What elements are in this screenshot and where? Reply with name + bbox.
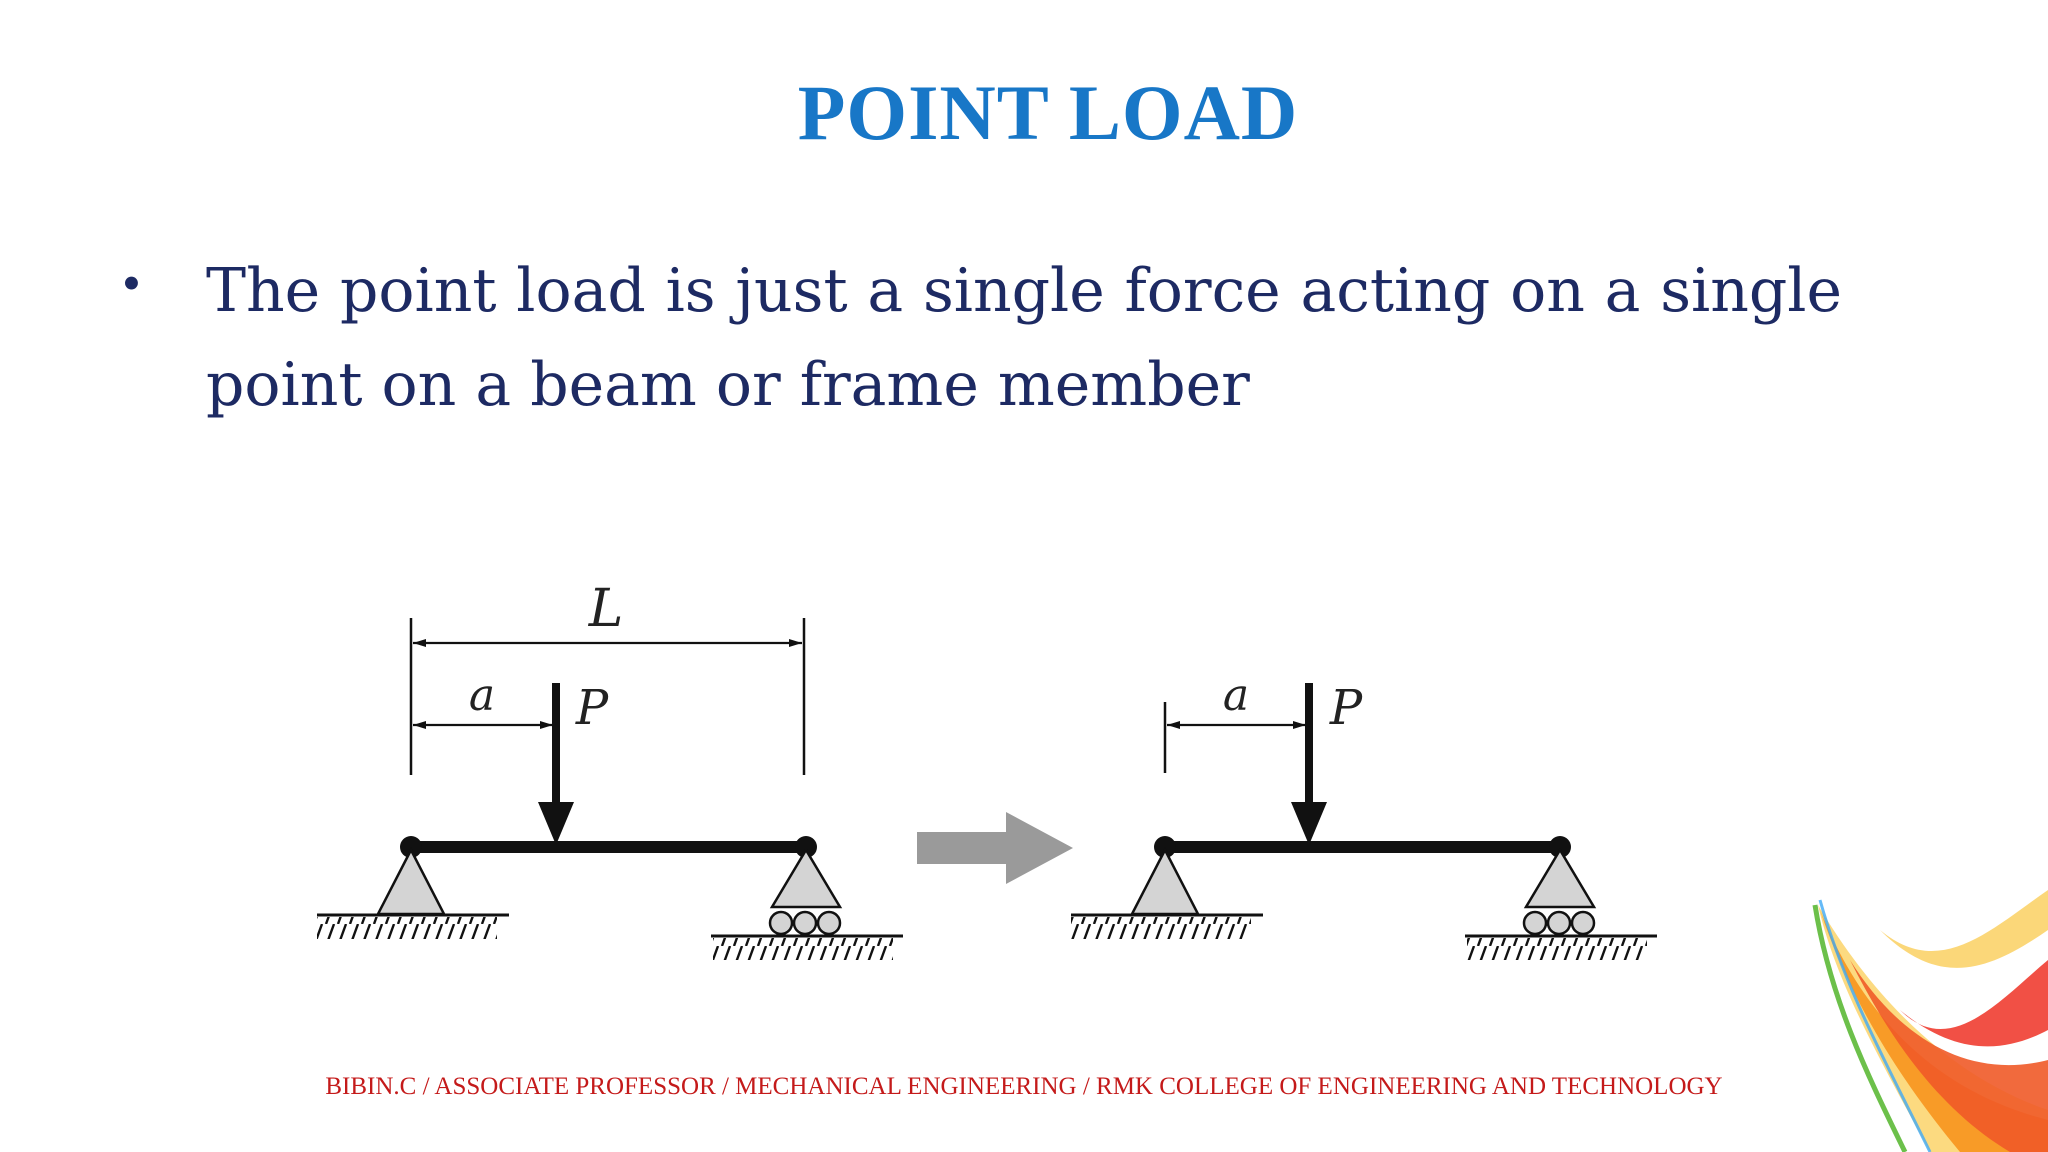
roller-wheel: [792, 910, 818, 936]
pin-ground-hatch: [317, 917, 497, 939]
slide-title: POINT LOAD: [797, 69, 1299, 156]
roller-wheel: [768, 910, 794, 936]
span-label: L: [588, 579, 624, 639]
load-label: P: [575, 680, 609, 736]
right-roller-wheel: [1522, 910, 1548, 936]
decorative-swoosh: [1812, 890, 2048, 1152]
load-arrow-head: [538, 802, 574, 845]
beam-end-right: [795, 836, 817, 858]
roller-support: [769, 847, 843, 909]
right-load-arrow-head: [1291, 802, 1327, 845]
right-roller-wheel: [1546, 910, 1572, 936]
transition-arrow: [917, 812, 1073, 884]
right-load-label: P: [1329, 680, 1363, 736]
right-beam-diagram: a P: [1071, 670, 1657, 960]
right-roller-ground-hatch: [1467, 938, 1647, 960]
beam-end-left: [400, 836, 422, 858]
roller-wheel: [816, 910, 842, 936]
right-roller-support: [1523, 847, 1597, 909]
distance-label: a: [469, 670, 495, 721]
right-pin-support: [1129, 847, 1201, 916]
right-distance-label: a: [1223, 670, 1249, 721]
bullet-icon: •: [122, 253, 141, 313]
right-roller-wheel: [1570, 910, 1596, 936]
footer: BIBIN.C / ASSOCIATE PROFESSOR / MECHANIC…: [0, 1073, 2048, 1101]
bullet-text: The point load is just a single force ac…: [206, 256, 1842, 420]
right-pin-ground-hatch: [1071, 917, 1251, 939]
left-beam-diagram: L a P: [317, 579, 903, 960]
footer-text: BIBIN.C / ASSOCIATE PROFESSOR / MECHANIC…: [325, 1073, 1723, 1100]
roller-ground-hatch: [713, 938, 893, 960]
right-beam-end-left: [1154, 836, 1176, 858]
pin-support: [375, 847, 447, 916]
right-beam-end-right: [1549, 836, 1571, 858]
